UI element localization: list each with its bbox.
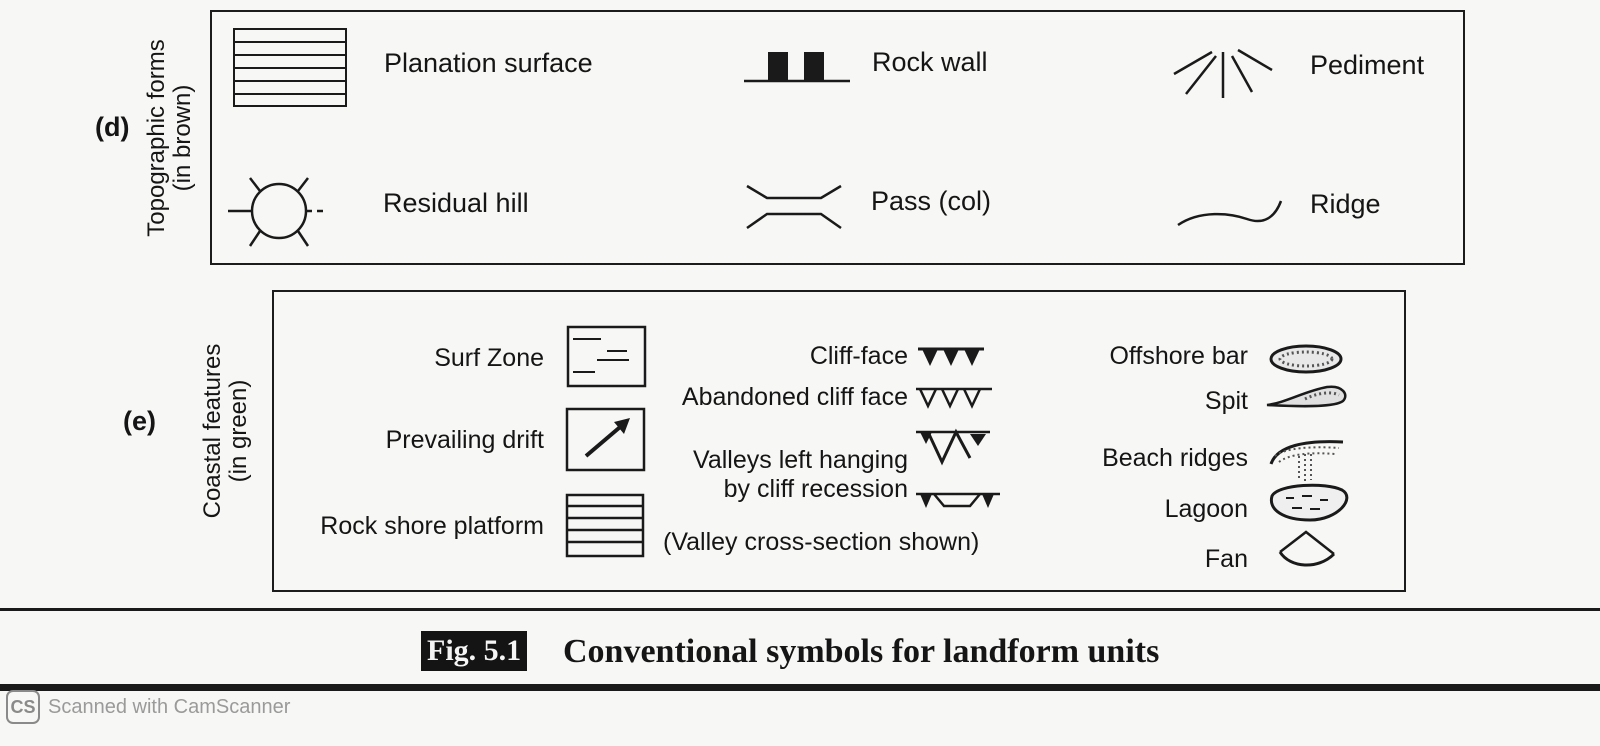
section-d-side-label-line2: (in brown) [169,84,196,192]
ridge-icon [1177,200,1283,227]
rock-wall-label: Rock wall [872,47,988,77]
figure-number-tag: Fig. 5.1 [421,631,528,671]
valley-cross-section-note: (Valley cross-section shown) [663,528,980,556]
caption-bottom-rule [0,684,1600,691]
figure-caption-title: Conventional symbols for landform units [563,633,1160,670]
valleys-hanging-label-1: Valleys left hanging [693,446,908,474]
cliff-face-icon [918,347,984,366]
pediment-icon [1173,48,1273,98]
spit-label: Spit [1204,387,1248,415]
prevailing-drift-icon [565,407,646,472]
surf-zone-label: Surf Zone [434,344,544,372]
topographic-forms-box [210,10,1465,265]
rock-wall-icon [744,52,850,83]
residual-hill-label: Residual hill [383,188,529,218]
fan-label: Fan [1204,545,1248,573]
section-e-side-label-line1: Coastal features [199,343,226,519]
fan-icon [1278,530,1336,567]
camscanner-logo-icon: CS [6,690,40,724]
pass-col-label: Pass (col) [871,186,992,216]
camscanner-watermark-text: Scanned with CamScanner [48,696,291,718]
planation-surface-label: Planation surface [384,48,593,78]
spit-icon [1266,385,1347,408]
prevailing-drift-label: Prevailing drift [385,426,544,454]
abandoned-cliff-face-label: Abandoned cliff face [681,383,908,411]
surf-zone-icon [566,325,647,388]
offshore-bar-label: Offshore bar [1109,342,1248,370]
planation-surface-icon [233,28,347,107]
coastal-features-box [272,290,1406,592]
caption-top-rule [0,608,1600,611]
pass-col-icon [746,184,842,230]
cliff-recession-icon [916,492,1000,508]
valleys-hanging-label-2: by cliff recession [723,475,908,503]
section-d-side-label: Topographic forms (in brown) [143,38,196,238]
rock-shore-platform-icon [565,493,645,558]
lagoon-icon [1269,483,1349,522]
ridge-label: Ridge [1310,189,1381,219]
beach-ridges-icon [1269,440,1344,482]
section-e-side-label-line2: (in green) [225,379,252,483]
section-d-letter: (d) [95,112,130,142]
beach-ridges-label: Beach ridges [1102,444,1248,472]
section-e-letter: (e) [123,406,156,436]
hanging-valley-icon [916,428,990,466]
rock-shore-platform-label: Rock shore platform [320,512,544,540]
pediment-label: Pediment [1310,50,1425,80]
section-e-side-label: Coastal features (in green) [199,331,252,531]
section-d-side-label-line1: Topographic forms [143,39,170,237]
lagoon-label: Lagoon [1164,495,1248,523]
abandoned-cliff-face-icon [916,387,992,409]
offshore-bar-icon [1269,344,1343,374]
cliff-face-label: Cliff-face [809,342,908,370]
residual-hill-icon [228,177,324,247]
